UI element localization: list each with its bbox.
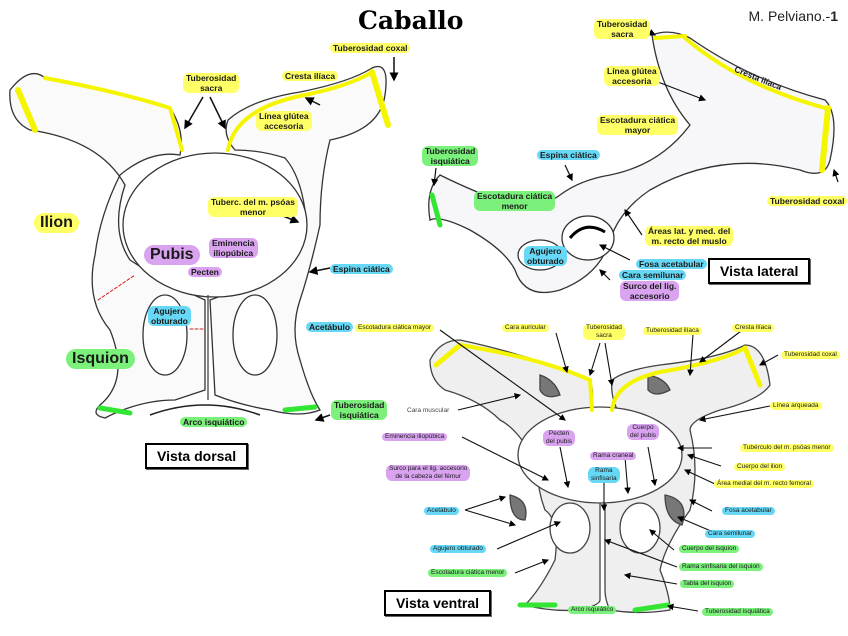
ventral-label-escotadura-menor: Escotadura ciática menor [428,569,508,577]
dorsal-label-pecten: Pecten [188,267,222,277]
lateral-label-tuberosidad-coxal: Tuberosidad coxal [767,196,848,206]
ventral-highlights [433,342,763,613]
lateral-label-linea-glutea: Línea glútea accesoria [604,66,660,86]
dorsal-label-linea-glutea: Línea glútea accesoria [256,111,312,131]
lateral-highlights [429,34,831,228]
page-ref-prefix: M. Pelviano.- [748,8,831,24]
region-label-pubis: Pubis [144,245,200,265]
dorsal-label-tuberosidad-coxal: Tuberosidad coxal [330,43,411,53]
lateral-label-surco-lig: Surco del lig. accesorio [620,281,680,301]
ventral-label-tuberosidad-coxal: Tuberosidad coxal [781,351,840,359]
lateral-label-fosa-acetabular: Fosa acetabular [636,259,707,269]
ventral-label-cara-auricular: Cara auricular [502,324,549,332]
lateral-label-tuberosidad-sacra: Tuberosidad sacra [594,19,651,39]
ventral-label-cara-semilunar: Cara semilunar [705,530,756,538]
dorsal-label-cresta-iliaca: Cresta ilíaca [282,71,339,81]
lateral-view-label: Vista lateral [708,258,811,284]
dorsal-right-foramen [232,294,278,376]
dorsal-view-label: Vista dorsal [145,443,249,469]
ventral-label-rama-sinfisaria: Rama sinfisaria [588,467,620,483]
dorsal-label-agujero-obturado: Agujero obturado [148,306,191,326]
ventral-label-fosa-acetabular: Fosa acetabular [722,507,775,515]
ventral-label-eminencia-iliopubica: Eminencia iliopúbica [382,433,448,441]
dorsal-highlights [15,69,391,416]
ventral-label-agujero-obturado: Agujero obturado [430,545,486,553]
ventral-label-cuerpo-ilion: Cuerpo del ilion [734,463,786,471]
ventral-right-foramen [619,502,661,554]
region-label-ilion: Ilion [34,213,79,233]
dorsal-label-espina-ciatica: Espina ciática [330,264,393,274]
lateral-label-escotadura-mayor: Escotadura ciática mayor [597,115,679,135]
ventral-label-arco-isquiatico: Arco isquiático [568,606,617,614]
dorsal-label-eminencia-iliopubica: Eminencia iliopúbica [209,238,258,258]
dorsal-label-arco-isquiatico: Arco isquiático [180,417,248,427]
lateral-label-agujero-obturado: Agujero obturado [524,246,567,266]
ventral-label-cresta-iliaca: Cresta ilíaca [732,324,775,332]
lateral-bone [428,31,835,294]
lateral-leader-lines [431,29,840,281]
ventral-view-label: Vista ventral [384,590,492,616]
lateral-label-espina-ciatica: Espina ciática [537,150,600,160]
ventral-label-tuberculo-psoas: Tubérculo del m. psóas menor [740,444,834,452]
ventral-label-escotadura-mayor: Escotadura ciática mayor [355,324,434,332]
dorsal-pelvis-drawing [9,66,387,419]
ventral-label-tuberosidad-iliaca: Tuberosidad ilíaca [643,327,702,335]
lateral-acetabulum [561,215,615,261]
lateral-label-tuberosidad-isquiatica: Tuberosidad isquiática [422,146,479,166]
ventral-label-tabla-isquion: Tabla del isquion [680,580,735,588]
ventral-label-surco-lig: Surco para el lig. accesorio de la cabez… [386,465,471,481]
ventral-label-tuberosidad-isquiatica: Tuberosidad isquiática [702,608,773,616]
lateral-label-escotadura-menor: Escotadura ciática menor [474,191,556,211]
ventral-label-rama-sinfisaria-isquion: Rama sinfisaria del isquion [679,563,763,571]
page-title: Caballo [358,6,464,35]
ventral-label-cuerpo-pubis: Cuerpo del pubis [627,424,660,440]
lateral-label-areas-recto: Áreas lat. y med. del m. recto del muslo [645,226,734,246]
ventral-label-area-recto: Área medial del m. recto femoral [714,480,814,488]
dorsal-label-acetabulo: Acetábulo [306,322,354,332]
ventral-label-cuerpo-isquion: Cuerpo del isquion [679,545,740,553]
dorsal-label-tuberosidad-sacra: Tuberosidad sacra [183,73,240,93]
ventral-label-acetabulo: Acetábulo [424,507,459,515]
ventral-label-linea-arqueada: Línea arqueada [770,402,822,410]
page-ref-number: 1 [830,8,838,24]
ventral-label-rama-craneal: Rama craneal [590,452,637,460]
ventral-label-cara-muscular: Cara muscular [407,407,450,414]
region-label-isquion: Isquion [66,349,135,369]
ventral-leader-lines [439,327,779,612]
lateral-label-cara-semilunar: Cara semilunar [619,270,687,280]
ventral-left-foramen [549,502,591,554]
page-reference: M. Pelviano.-1 [749,8,839,24]
ventral-label-tuberosidad-sacra: Tuberosidad sacra [583,324,625,340]
ventral-label-pecten-pubis: Pecten del pubis [543,430,576,446]
dorsal-label-tuberc-psoas: Tuberc. del m. psóas menor [208,197,298,217]
dorsal-label-tuberosidad-isquiatica: Tuberosidad isquiática [331,400,388,420]
